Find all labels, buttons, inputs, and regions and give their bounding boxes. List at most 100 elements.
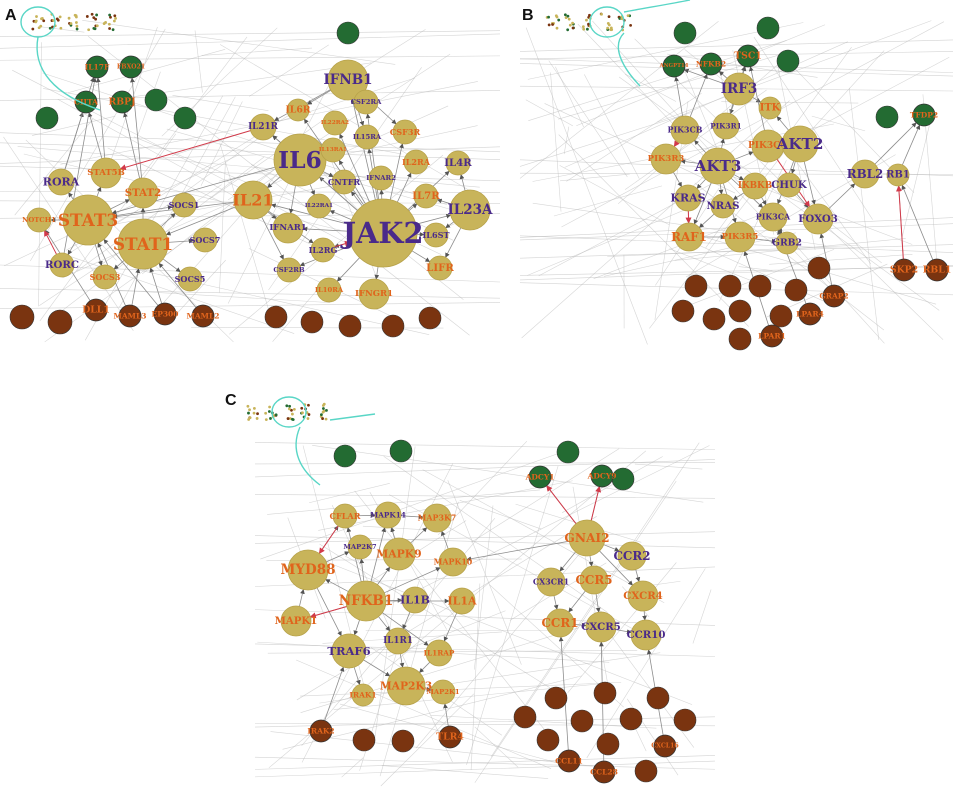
thumbnail-dot xyxy=(85,15,89,18)
background-edge xyxy=(902,118,932,237)
node-circle xyxy=(374,501,402,529)
edge xyxy=(436,198,452,205)
thumbnail-dot xyxy=(288,407,291,411)
background-edge xyxy=(40,26,85,33)
thumbnail-dot xyxy=(40,17,43,21)
node-label: CSF2RB xyxy=(273,266,305,274)
background-edge xyxy=(84,95,224,341)
brown-node xyxy=(9,304,35,330)
node-circle xyxy=(368,165,394,191)
gene-node-jak2: JAK2 xyxy=(339,198,424,268)
background-edge xyxy=(561,21,945,228)
callout-line xyxy=(36,36,101,111)
node-label: CHUK xyxy=(771,179,808,191)
thumbnail-dot xyxy=(547,15,550,19)
thumbnail-dot xyxy=(609,28,613,32)
edge xyxy=(419,661,431,673)
edge xyxy=(402,611,411,630)
node-circle xyxy=(386,666,426,706)
gene-node-cxcl16: CXCL16 xyxy=(651,734,679,758)
panel-label-c: C xyxy=(225,392,237,409)
edge xyxy=(698,213,715,228)
gene-node-myd88: MYD88 xyxy=(280,549,336,591)
gene-node-il21: IL21 xyxy=(232,180,274,220)
thumbnail-dot xyxy=(75,27,79,31)
gene-node-skp2: SKP2 xyxy=(890,258,918,282)
gene-node-ccr2: CCR2 xyxy=(613,541,651,571)
brown-node xyxy=(596,732,620,756)
edge xyxy=(103,238,159,306)
highlight-circle xyxy=(589,6,625,38)
gene-node-rora: RORA xyxy=(43,168,80,196)
thumbnail-dot xyxy=(256,412,259,416)
node-label: IFNGR1 xyxy=(355,289,393,299)
green-node xyxy=(776,49,800,73)
node-circle xyxy=(892,258,916,282)
thumbnail-dot xyxy=(307,403,310,407)
thumbnail-dot xyxy=(69,22,73,25)
node-label: IL23A xyxy=(447,202,493,218)
node-label: RORC xyxy=(45,259,79,271)
node-circle xyxy=(662,54,686,78)
edge xyxy=(828,183,856,209)
node-label: PIK3R5 xyxy=(722,232,759,242)
node-label: MAPK10 xyxy=(434,558,473,567)
thumbnail-dot xyxy=(307,413,311,416)
edge xyxy=(336,257,360,282)
node-circle xyxy=(758,202,788,232)
thumbnail-dot xyxy=(108,27,111,30)
node-label: EP300 xyxy=(151,310,178,319)
node-label: IFNAR1 xyxy=(269,223,306,233)
node-circle xyxy=(322,110,348,136)
gene-node-mapk9: MAPK9 xyxy=(376,537,422,571)
gene-node-pik3r1: PIK3R1 xyxy=(710,112,742,140)
thumbnail-dot xyxy=(42,19,46,23)
unlabeled-nodes xyxy=(9,16,899,783)
background-edge xyxy=(563,126,570,155)
node-label: ANGPT14 xyxy=(659,63,689,69)
node-label: STAT3 xyxy=(58,210,118,230)
gene-node-rbpj: RBPJ xyxy=(109,90,136,114)
gene-node-irak2: IRAK2 xyxy=(307,719,335,743)
node-circle xyxy=(650,143,682,175)
edge xyxy=(374,266,380,280)
gene-node-angpt14: ANGPT14 xyxy=(659,54,689,78)
background-edge xyxy=(201,47,313,56)
thumbnail-dot xyxy=(288,404,292,408)
node-circle xyxy=(886,163,910,187)
node-circle xyxy=(627,580,659,612)
node-label: TSC1 xyxy=(734,51,762,62)
overview-thumbnail xyxy=(246,396,328,428)
node-circle xyxy=(545,608,575,638)
node-label: SOCS7 xyxy=(190,235,221,245)
brown-node xyxy=(418,306,442,330)
edge xyxy=(131,268,141,306)
edge xyxy=(819,233,833,286)
node-circle xyxy=(384,627,412,655)
node-circle xyxy=(320,137,346,163)
thumbnail-dot xyxy=(95,13,99,17)
gene-node-adcy9: ADCY9 xyxy=(587,464,616,488)
background-edge xyxy=(447,480,522,665)
node-circle xyxy=(448,587,476,615)
background-edge xyxy=(200,101,243,186)
node-circle xyxy=(354,124,380,150)
thumbnail-dot xyxy=(246,404,250,408)
background-edge xyxy=(560,173,630,182)
background-edge xyxy=(219,162,226,293)
gene-node-nfkb1: NFKB1 xyxy=(339,580,393,622)
edge xyxy=(370,527,387,582)
thumbnail-dot xyxy=(551,23,554,26)
node-label: PIK3CB xyxy=(668,126,703,135)
node-circle xyxy=(153,302,177,326)
gene-node-rorc: RORC xyxy=(45,252,79,278)
thumbnail-dot xyxy=(75,24,79,28)
background-edge xyxy=(519,20,719,179)
edge xyxy=(329,210,352,221)
node-label: IL4R xyxy=(444,157,472,169)
gene-node-socs7: SOCS7 xyxy=(190,227,221,253)
node-label: CFLAR xyxy=(330,511,361,521)
edge xyxy=(377,566,391,585)
node-label: MAPK14 xyxy=(370,511,406,520)
